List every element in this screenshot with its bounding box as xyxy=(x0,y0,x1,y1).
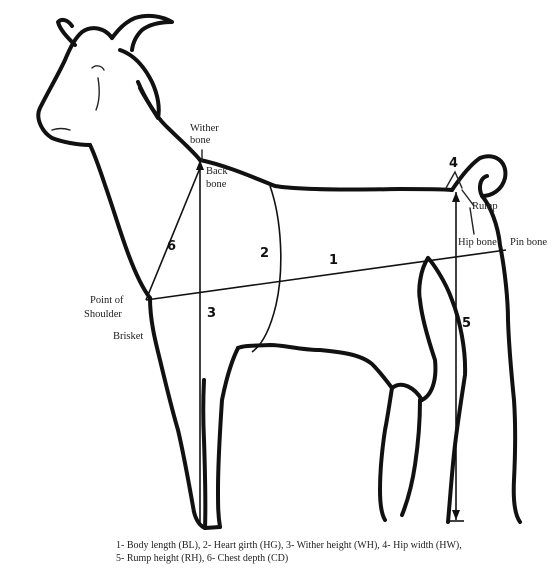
caption-line-1: 1- Body length (BL), 2- Heart girth (HG)… xyxy=(116,539,552,552)
goat-neck-front xyxy=(90,145,150,298)
goat-front-leg-back xyxy=(218,348,238,527)
wither-bone-label-line1: Wither xyxy=(190,123,219,134)
body-length-number: 1 xyxy=(329,253,338,268)
goat-hind-leg-front xyxy=(428,258,465,522)
goat-neck-back xyxy=(138,82,200,160)
rump-height-number: 5 xyxy=(462,316,471,331)
goat-outline xyxy=(38,16,520,528)
goat-face-line xyxy=(96,78,99,110)
point-of-shoulder-label-line1: Point of xyxy=(90,295,124,306)
goat-far-hind-leg xyxy=(380,388,392,520)
wither-bone-label-line2: bone xyxy=(190,135,211,146)
goat-far-hind-leg-back xyxy=(402,400,420,515)
rump-label: Rump xyxy=(472,201,498,212)
goat-tail xyxy=(452,156,505,196)
goat-udder xyxy=(238,345,422,400)
caption-line-2: 5- Rump height (RH), 6- Chest depth (CD) xyxy=(116,552,552,565)
goat-eye xyxy=(92,66,104,70)
rump-height-arrow-bottom xyxy=(452,510,460,520)
figure-caption: 1- Body length (BL), 2- Heart girth (HG)… xyxy=(116,539,552,565)
chest-depth-number: 6 xyxy=(167,239,176,254)
rump-height-arrow-top xyxy=(452,192,460,202)
heart-girth-curve xyxy=(252,186,281,352)
goat-hind-inner xyxy=(419,258,435,400)
hip-bone-label: Hip bone xyxy=(458,237,497,248)
goat-front-leg-front xyxy=(150,298,205,528)
goat-ear-left xyxy=(58,20,75,45)
brisket-label: Brisket xyxy=(113,331,143,342)
goat-horn xyxy=(112,16,172,50)
heart-girth-number: 2 xyxy=(260,246,269,261)
pin-bone-label: Pin bone xyxy=(510,237,547,248)
goat-back-line xyxy=(200,160,452,190)
wither-height-number: 3 xyxy=(207,306,216,321)
point-of-shoulder-label-line2: Shoulder xyxy=(84,309,122,320)
anatomy-labels: Wither bone Back bone Rump Hip bone Pin … xyxy=(84,123,547,342)
back-bone-label-line1: Back xyxy=(206,166,228,177)
goat-mouth xyxy=(52,129,70,131)
back-bone-label-line2: bone xyxy=(206,179,227,190)
chest-depth-line xyxy=(146,168,200,300)
goat-hoof xyxy=(205,527,220,528)
hip-width-number: 4 xyxy=(449,156,458,171)
goat-front-leg-mid xyxy=(203,380,205,528)
